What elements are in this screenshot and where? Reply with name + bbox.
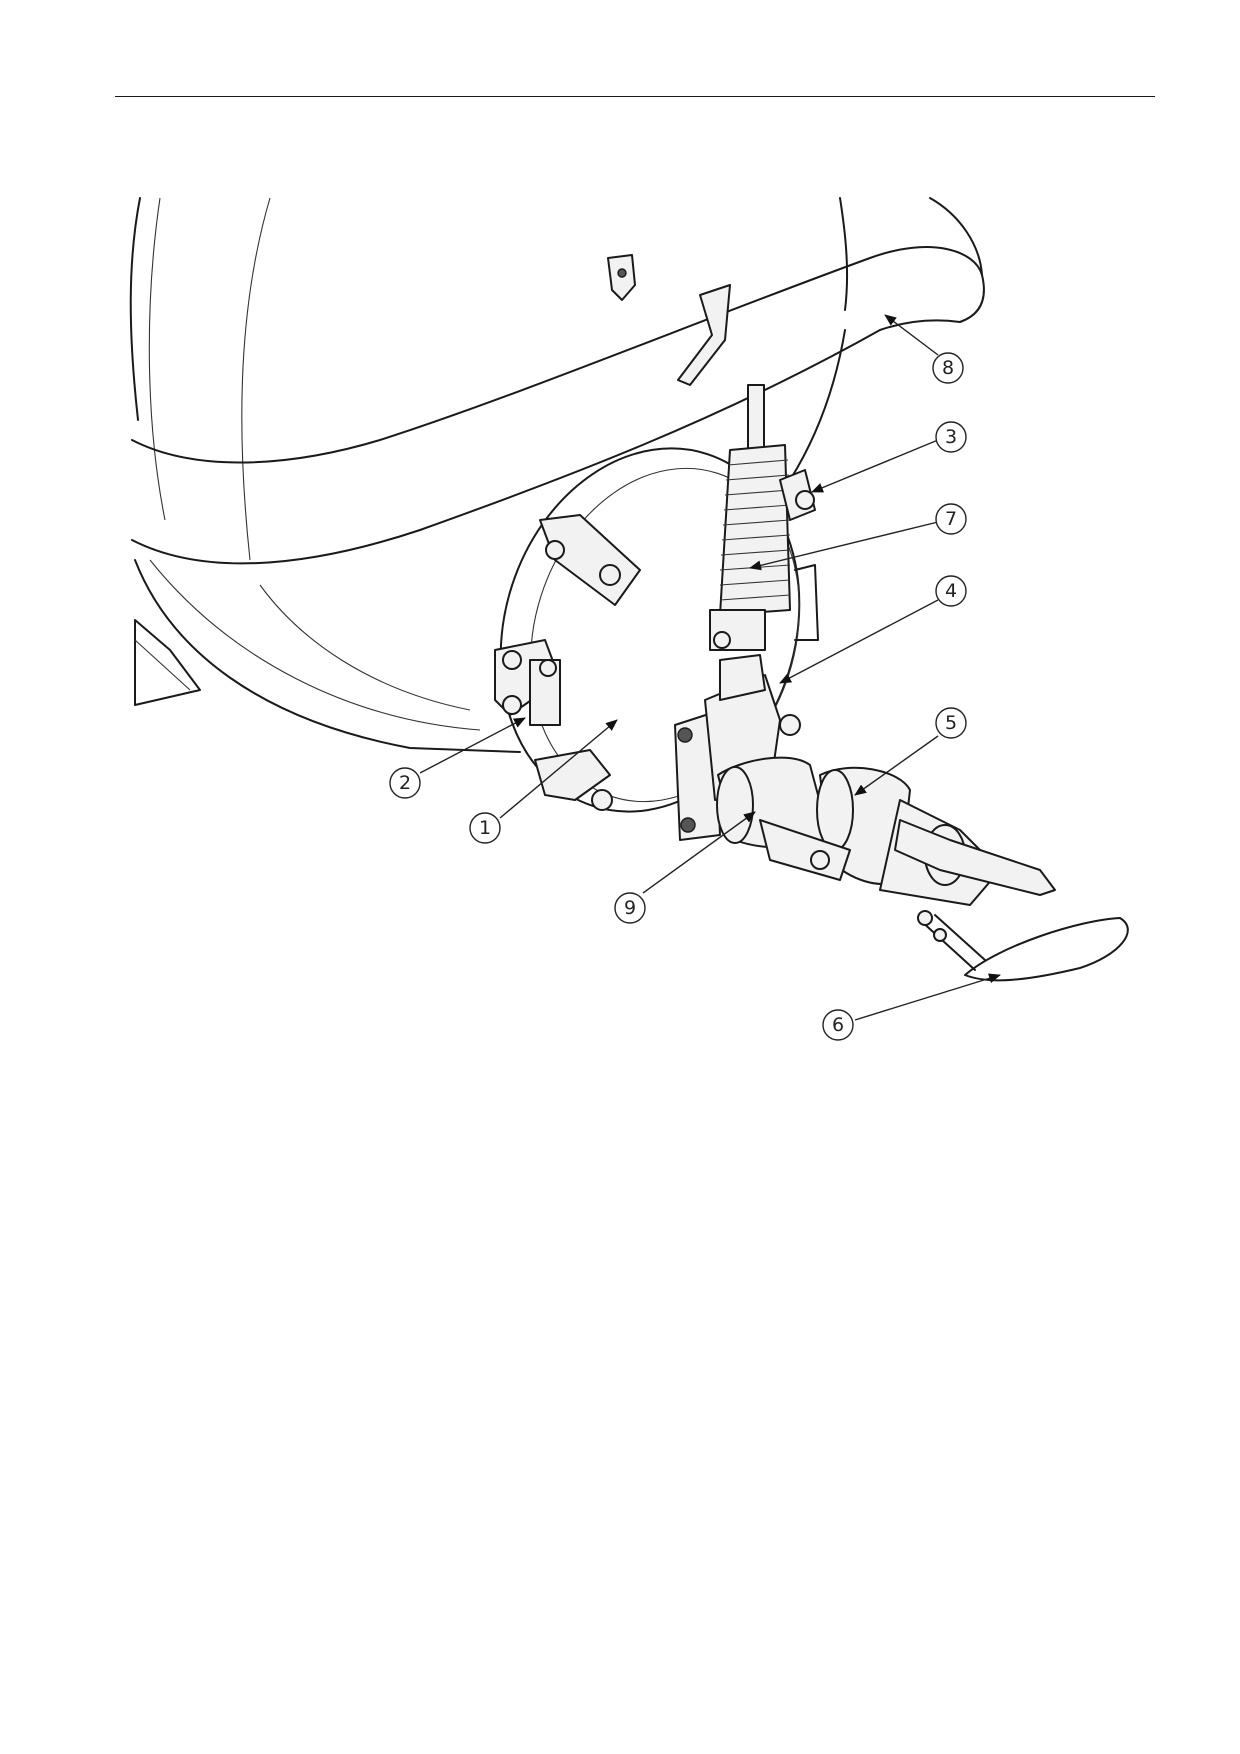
hatch-clamps xyxy=(494,514,641,811)
upper-pipe xyxy=(131,197,985,565)
leader-1 xyxy=(499,719,618,819)
spring-assembly xyxy=(709,384,791,651)
tank-body xyxy=(129,197,849,753)
callout-label-3: 3 xyxy=(945,426,957,448)
leader-7 xyxy=(749,521,939,571)
callout-label-2: 2 xyxy=(399,772,411,794)
coupling xyxy=(716,756,1001,906)
callout-8: 8 xyxy=(932,352,964,384)
callout-4: 4 xyxy=(935,575,967,607)
leader-2 xyxy=(419,717,526,774)
callout-label-9: 9 xyxy=(624,897,636,919)
callout-label-1: 1 xyxy=(479,817,491,839)
callout-1: 1 xyxy=(469,812,501,844)
leader-3 xyxy=(811,439,939,493)
leader-6 xyxy=(854,973,1001,1021)
leader-4 xyxy=(779,599,939,684)
valve-assembly xyxy=(674,654,801,841)
leader-5 xyxy=(854,735,939,796)
callout-label-6: 6 xyxy=(832,1014,844,1036)
lever-handle xyxy=(894,819,1129,982)
callout-7: 7 xyxy=(935,503,967,535)
callout-label-7: 7 xyxy=(945,508,957,530)
callout-5: 5 xyxy=(935,707,967,739)
leader-lines xyxy=(419,314,1001,1021)
bracket-bolt xyxy=(779,469,819,641)
callout-label-4: 4 xyxy=(945,580,957,602)
callout-label-5: 5 xyxy=(945,712,957,734)
callout-3: 3 xyxy=(935,421,967,453)
callout-6: 6 xyxy=(822,1009,854,1041)
leader-8 xyxy=(884,314,939,356)
callout-9: 9 xyxy=(614,892,646,924)
callout-label-8: 8 xyxy=(942,357,954,379)
callout-2: 2 xyxy=(389,767,421,799)
leader-9 xyxy=(642,811,756,894)
header-rule xyxy=(115,96,1155,97)
